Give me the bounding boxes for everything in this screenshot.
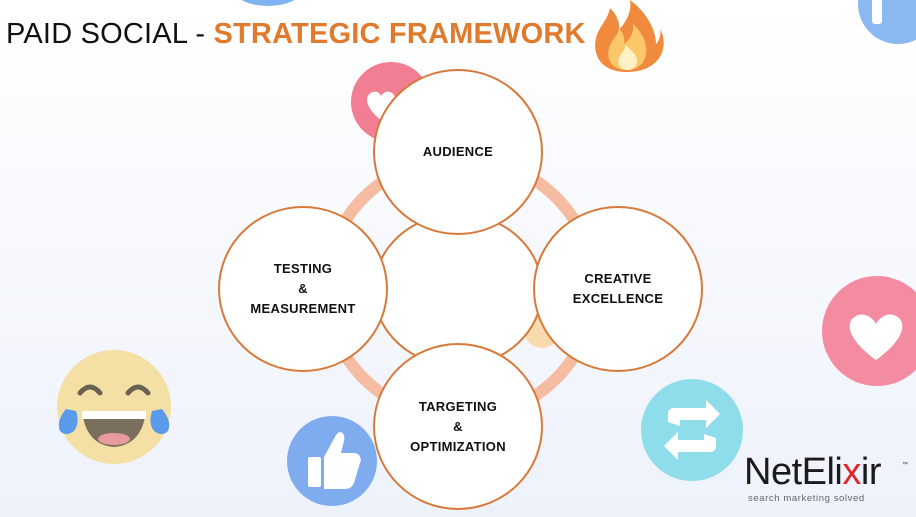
node-label-creative-excellence: CREATIVE EXCELLENCE	[572, 271, 664, 306]
title-prefix: PAID SOCIAL -	[6, 18, 214, 50]
logo-trademark: ™	[902, 462, 908, 468]
framework-node-targeting-optimization: TARGETING & OPTIMIZATION	[373, 343, 543, 510]
node-label-testing-measurement: TESTING & MEASUREMENT	[250, 261, 356, 316]
laughing-tears-emoji-icon	[57, 350, 171, 464]
framework-node-audience: AUDIENCE	[373, 69, 543, 235]
blue-reaction-icon-partial	[241, 0, 295, 6]
fire-emoji-icon	[595, 0, 664, 72]
like-thumbs-up-icon	[287, 416, 377, 506]
page-title: PAID SOCIAL - STRATEGIC FRAMEWORK	[6, 18, 586, 51]
netelixir-logo: NetElixir ™ search marketing solved	[744, 452, 912, 512]
node-label-audience: AUDIENCE	[422, 144, 494, 159]
like-icon-partial	[858, 0, 916, 44]
framework-node-testing-measurement: TESTING & MEASUREMENT	[218, 206, 388, 372]
title-highlight: STRATEGIC FRAMEWORK	[213, 18, 586, 50]
logo-wordmark: NetElixir	[744, 451, 881, 493]
framework-node-creative-excellence: CREATIVE EXCELLENCE	[533, 206, 703, 372]
heart-reaction-icon	[822, 276, 916, 386]
logo-tagline: search marketing solved	[748, 493, 865, 504]
retweet-icon	[641, 379, 743, 481]
node-label-targeting-optimization: TARGETING & OPTIMIZATION	[410, 398, 506, 454]
